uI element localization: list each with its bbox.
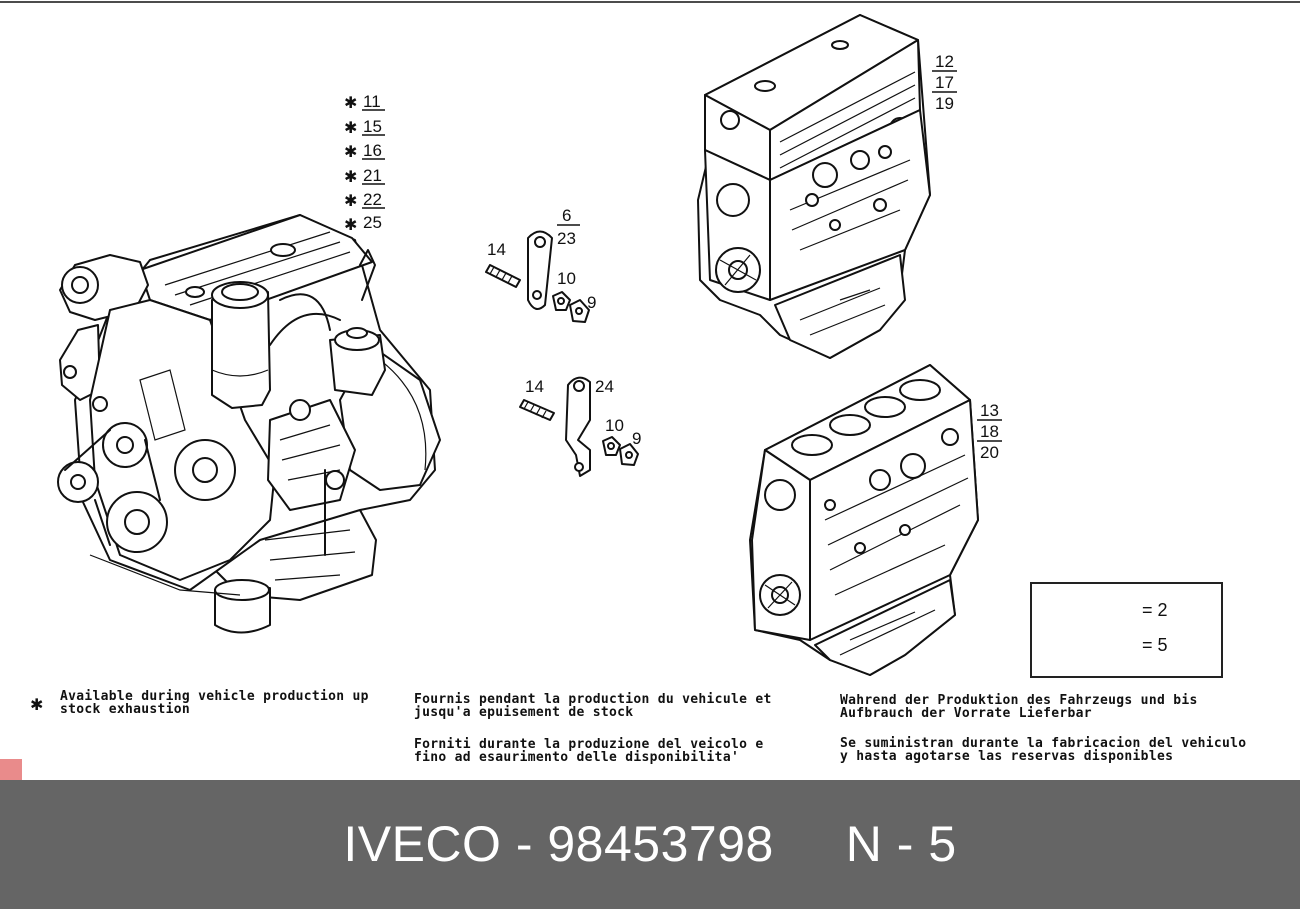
part-number-title: IVECO - 98453798 N - 5 bbox=[343, 816, 957, 872]
legend-spanish: Se suministran durante la fabricacion de… bbox=[840, 736, 1247, 764]
callout-25: 25 bbox=[363, 213, 382, 232]
callout-20: 20 bbox=[980, 443, 999, 462]
red-corner-tag bbox=[0, 759, 22, 780]
svg-text:✱: ✱ bbox=[30, 695, 43, 714]
callout-9-top: 9 bbox=[587, 293, 597, 312]
callout-16: 16 bbox=[363, 141, 382, 160]
svg-text:✱: ✱ bbox=[344, 118, 357, 137]
callout-10-bottom: 10 bbox=[605, 416, 624, 435]
callout-6: 6 bbox=[562, 206, 572, 225]
callout-18: 18 bbox=[980, 422, 999, 441]
legend-german: Wahrend der Produktion des Fahrzeugs und… bbox=[840, 693, 1198, 721]
footer-bar: IVECO - 98453798 N - 5 bbox=[0, 780, 1300, 909]
callout-13: 13 bbox=[980, 401, 999, 420]
svg-text:✱: ✱ bbox=[344, 215, 357, 234]
callout-19: 19 bbox=[935, 94, 954, 113]
bracket-parts-drawing bbox=[485, 230, 639, 477]
legend-french: Fournis pendant la production du vehicul… bbox=[414, 692, 772, 720]
legend-english: Available during vehicle production up s… bbox=[60, 689, 369, 717]
svg-text:✱: ✱ bbox=[344, 167, 357, 186]
callout-22: 22 bbox=[363, 190, 382, 209]
callout-24: 24 bbox=[595, 377, 614, 396]
callout-15: 15 bbox=[363, 117, 382, 136]
callout-10-top: 10 bbox=[557, 269, 576, 288]
callout-14-top: 14 bbox=[487, 240, 506, 259]
legend-italian: Forniti durante la produzione del veicol… bbox=[414, 737, 764, 765]
asterisk-icons: ✱ ✱ ✱ ✱ ✱ ✱ ✱ bbox=[30, 93, 357, 714]
gasket-kit-1-label: = 2 bbox=[1142, 600, 1168, 620]
short-block-drawing bbox=[749, 364, 979, 676]
complete-engine-drawing bbox=[57, 214, 441, 634]
svg-text:✱: ✱ bbox=[344, 142, 357, 161]
gasket-kit-2-label: = 5 bbox=[1142, 635, 1168, 655]
engine-with-head-drawing bbox=[697, 14, 931, 359]
svg-text:✱: ✱ bbox=[344, 93, 357, 112]
callout-14-bottom: 14 bbox=[525, 377, 544, 396]
callout-11: 11 bbox=[363, 92, 381, 111]
callout-17: 17 bbox=[935, 73, 954, 92]
parts-diagram: ✱ ✱ ✱ ✱ ✱ ✱ ✱ 11 15 16 21 22 25 6 23 14 … bbox=[0, 1, 1300, 765]
diagram-drawing: ✱ ✱ ✱ ✱ ✱ ✱ ✱ bbox=[0, 1, 1300, 714]
callout-12: 12 bbox=[935, 52, 954, 71]
svg-text:✱: ✱ bbox=[344, 191, 357, 210]
callout-9-bottom: 9 bbox=[632, 429, 642, 448]
callout-23: 23 bbox=[557, 229, 576, 248]
gasket-kit-box: = 2 = 5 bbox=[1030, 582, 1223, 678]
callout-21: 21 bbox=[363, 166, 382, 185]
